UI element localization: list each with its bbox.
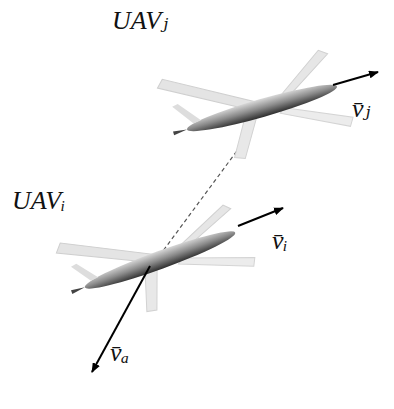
velocity-arrow — [333, 72, 378, 85]
uav-name: UAVⱼ — [112, 8, 168, 34]
velocity-label: v̄ⱼ — [352, 96, 370, 122]
velocity-label: v̄ᵢ — [272, 228, 288, 254]
velocity-arrow — [92, 266, 150, 372]
uav-name: UAVᵢ — [12, 188, 65, 214]
uav-j — [156, 32, 356, 177]
velocity-arrow — [238, 208, 283, 226]
velocity-label: v̄ₐ — [110, 340, 129, 366]
uav-i — [54, 182, 261, 335]
